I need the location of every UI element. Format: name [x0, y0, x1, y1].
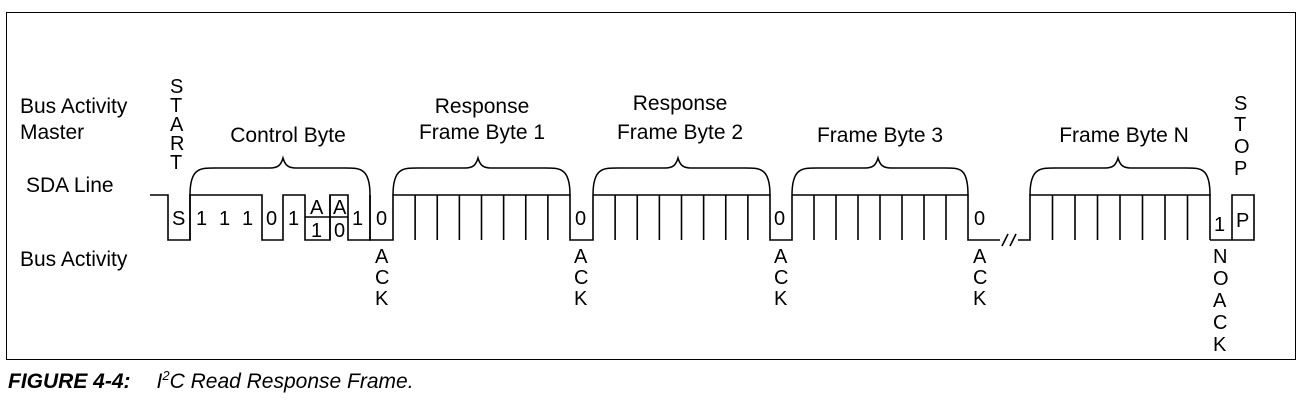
start-letter: A — [170, 114, 184, 136]
control-bit: 1 — [288, 208, 299, 230]
ack-bit-value: 0 — [376, 208, 387, 230]
figure-number: FIGURE 4-4: — [8, 370, 131, 393]
caption-title-prefix: I — [156, 370, 163, 393]
a0-label-top: A — [333, 197, 347, 219]
rw-bit: 1 — [352, 208, 363, 230]
ack-label-3: A C K — [774, 246, 788, 310]
control-bit: 0 — [266, 208, 277, 230]
noack-letter: K — [1213, 334, 1227, 356]
ack-bit-value: 0 — [774, 208, 785, 230]
control-bit: 1 — [219, 208, 230, 230]
label-bus-activity-master-1: Bus Activity — [20, 95, 128, 118]
frame-title-control-byte: Control Byte — [230, 124, 346, 147]
control-bit: 1 — [196, 208, 207, 230]
frame-title-response-2-line1: Response — [633, 92, 728, 115]
ack-label-2: A C K — [574, 246, 588, 310]
sda-waveform-stop — [1210, 194, 1255, 241]
ack-letter: C — [375, 267, 389, 289]
stop-letter: S — [1234, 93, 1247, 115]
label-sda-line: SDA Line — [26, 174, 114, 197]
stop-label: S T O P — [1234, 93, 1250, 180]
frame-title-byte-3: Frame Byte 3 — [817, 124, 943, 147]
stop-letter: O — [1234, 136, 1250, 158]
a1-label-bottom: 1 — [311, 220, 322, 242]
start-label: S T A R T — [170, 76, 184, 174]
caption-title-superscript: 2 — [162, 368, 170, 383]
start-bit-s: S — [172, 208, 185, 230]
noack-label: N O A C K — [1213, 246, 1229, 356]
noack-letter: A — [1213, 290, 1227, 312]
sda-waveform-byte-3 — [792, 194, 1000, 241]
noack-letter: N — [1213, 246, 1227, 268]
brace-byte-n — [1029, 155, 1211, 196]
start-letter: T — [170, 152, 182, 174]
ack-letter: A — [973, 246, 987, 268]
label-bus-activity: Bus Activity — [20, 248, 128, 271]
ack-letter: K — [375, 288, 389, 310]
ack-letter: C — [774, 267, 788, 289]
stop-letter: T — [1234, 114, 1246, 136]
frame-title-response-1-line2: Frame Byte 1 — [419, 121, 545, 144]
brace-control-byte — [189, 155, 371, 196]
frame-title-response-1-line1: Response — [435, 95, 530, 118]
figure-caption: FIGURE 4-4: I2C Read Response Frame. — [8, 368, 414, 394]
brace-response-byte-2 — [592, 155, 771, 196]
ack-letter: A — [375, 246, 389, 268]
ack-bit-value: 0 — [974, 208, 985, 230]
ack-label-1: A C K — [375, 246, 389, 310]
ack-letter: K — [574, 288, 588, 310]
frame-title-byte-n: Frame Byte N — [1059, 124, 1189, 147]
ack-label-4: A C K — [973, 246, 987, 310]
stop-letter: P — [1234, 158, 1247, 180]
brace-response-byte-1 — [392, 155, 571, 196]
diagram-frame — [6, 12, 1296, 360]
brace-byte-3 — [791, 155, 969, 196]
label-bus-activity-master-2: Master — [20, 121, 84, 144]
sda-waveform-response-2 — [593, 194, 793, 241]
ack-letter: A — [774, 246, 788, 268]
a0-label-bottom: 0 — [334, 220, 345, 242]
nack-bit-value: 1 — [1214, 214, 1225, 236]
ack-letter: K — [774, 288, 788, 310]
timeline-break-mark — [1001, 233, 1017, 247]
sda-waveform-byte-n — [1018, 194, 1211, 241]
caption-title-suffix: C Read Response Frame. — [169, 370, 414, 393]
stop-bit-p: P — [1236, 210, 1249, 232]
frame-title-response-2-line2: Frame Byte 2 — [617, 121, 743, 144]
ack-letter: K — [973, 288, 987, 310]
a1-label-top: A — [310, 197, 324, 219]
start-letter: R — [170, 133, 184, 155]
ack-letter: C — [973, 267, 987, 289]
ack-letter: C — [574, 267, 588, 289]
ack-letter: A — [574, 246, 588, 268]
start-letter: T — [170, 95, 182, 117]
ack-bit-value: 0 — [575, 208, 586, 230]
sda-waveform-control — [150, 194, 371, 241]
byte-bit-dividers — [414, 195, 1189, 240]
control-bit: 1 — [242, 208, 253, 230]
noack-letter: C — [1213, 312, 1227, 334]
start-letter: S — [170, 76, 183, 98]
noack-letter: O — [1213, 268, 1229, 290]
